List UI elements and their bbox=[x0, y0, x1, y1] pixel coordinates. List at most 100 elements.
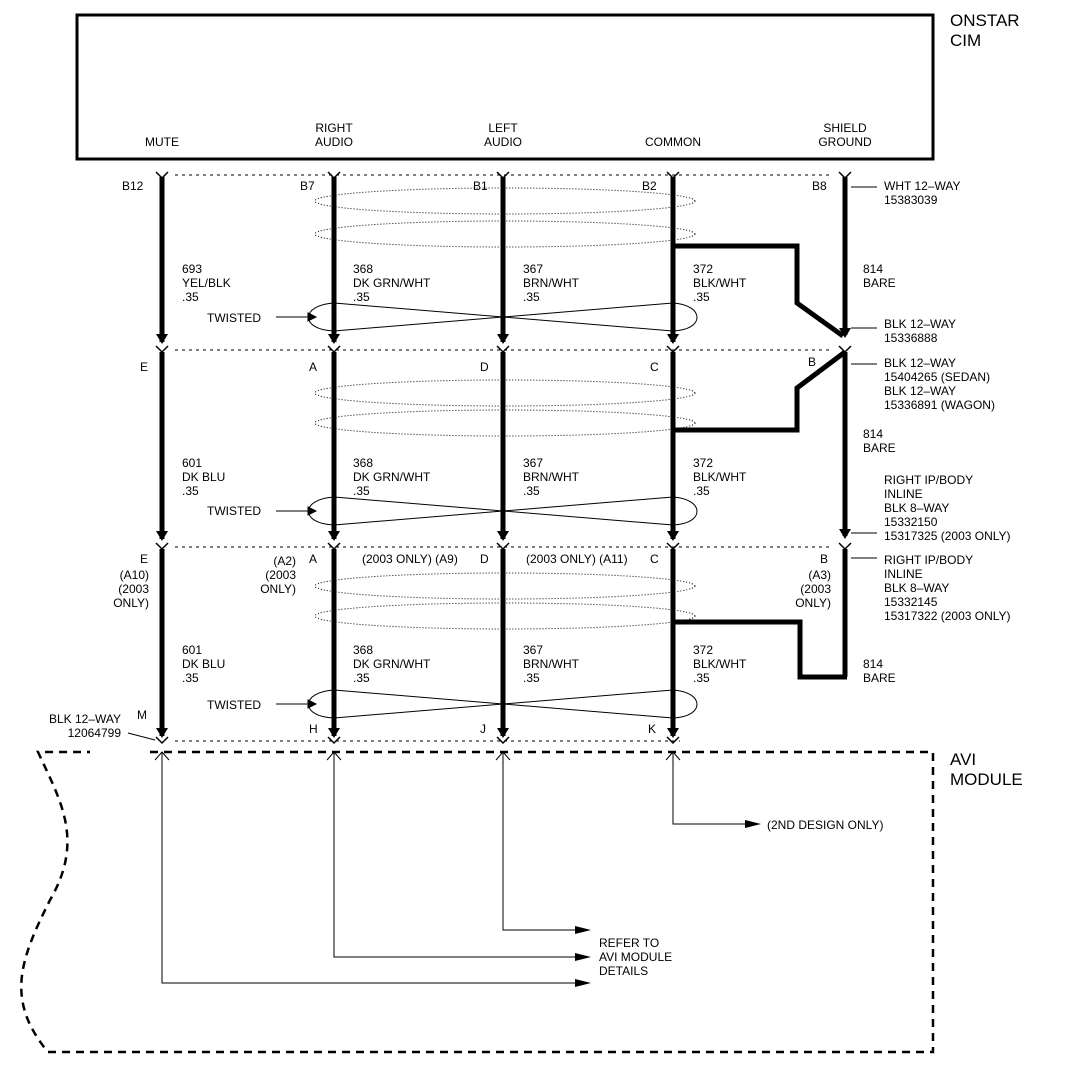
svg-text:.35: .35 bbox=[523, 290, 540, 304]
vertical-wires bbox=[159, 177, 848, 736]
svg-text:15336888: 15336888 bbox=[884, 331, 938, 345]
svg-text:368: 368 bbox=[353, 643, 373, 657]
svg-text:372: 372 bbox=[693, 262, 713, 276]
svg-text:RIGHT IP/BODY: RIGHT IP/BODY bbox=[884, 473, 973, 487]
avi-routing bbox=[154, 751, 745, 984]
svg-text:BLK 12–WAY: BLK 12–WAY bbox=[884, 317, 956, 331]
alt-pin-a9: (2003 ONLY) (A9) bbox=[362, 552, 458, 566]
svg-text:367: 367 bbox=[523, 643, 543, 657]
pin-b8: B8 bbox=[812, 179, 827, 193]
column-label-common: COMMON bbox=[645, 135, 701, 149]
svg-text:DK GRN/WHT: DK GRN/WHT bbox=[353, 470, 431, 484]
svg-text:15332145: 15332145 bbox=[884, 595, 938, 609]
alt-pin-a2-3: ONLY) bbox=[260, 582, 296, 596]
refer-note-line3: DETAILS bbox=[599, 964, 648, 978]
column-label-right-2: AUDIO bbox=[315, 135, 353, 149]
pin-a-row2: A bbox=[309, 360, 317, 374]
svg-text:BRN/WHT: BRN/WHT bbox=[523, 470, 580, 484]
svg-text:BLK 12–WAY: BLK 12–WAY bbox=[884, 384, 956, 398]
column-label-left-2: AUDIO bbox=[484, 135, 522, 149]
pin-b2: B2 bbox=[642, 179, 657, 193]
svg-text:.35: .35 bbox=[693, 290, 710, 304]
column-label-right-1: RIGHT bbox=[315, 121, 353, 135]
svg-text:367: 367 bbox=[523, 262, 543, 276]
alt-pin-a10-3: ONLY) bbox=[113, 596, 149, 610]
svg-text:15332150: 15332150 bbox=[884, 515, 938, 529]
svg-text:INLINE: INLINE bbox=[884, 487, 923, 501]
svg-text:BLK/WHT: BLK/WHT bbox=[693, 470, 747, 484]
svg-text:.35: .35 bbox=[353, 484, 370, 498]
svg-text:693: 693 bbox=[182, 262, 202, 276]
svg-text:.35: .35 bbox=[353, 290, 370, 304]
svg-text:BLK 8–WAY: BLK 8–WAY bbox=[884, 581, 949, 595]
column-label-shield-1: SHIELD bbox=[823, 121, 867, 135]
pin-b7: B7 bbox=[300, 179, 315, 193]
svg-text:.35: .35 bbox=[182, 290, 199, 304]
avi-title-line1: AVI bbox=[950, 750, 976, 769]
onstar-cim-box bbox=[75, 13, 935, 161]
svg-text:15383039: 15383039 bbox=[884, 193, 938, 207]
pin-j: J bbox=[480, 722, 486, 736]
svg-text:372: 372 bbox=[693, 643, 713, 657]
svg-text:601: 601 bbox=[182, 643, 202, 657]
twisted-label-3: TWISTED bbox=[207, 698, 261, 712]
alt-pin-a2-1: (A2) bbox=[273, 554, 296, 568]
svg-text:368: 368 bbox=[353, 456, 373, 470]
avi-title-line2: MODULE bbox=[950, 770, 1023, 789]
svg-text:814: 814 bbox=[863, 427, 883, 441]
svg-text:WHT 12–WAY: WHT 12–WAY bbox=[884, 179, 960, 193]
pin-k: K bbox=[648, 722, 656, 736]
twisted-label-2: TWISTED bbox=[207, 504, 261, 518]
pin-e-row3: E bbox=[140, 552, 148, 566]
column-label-shield-2: GROUND bbox=[818, 135, 872, 149]
svg-text:.35: .35 bbox=[182, 484, 199, 498]
svg-text:YEL/BLK: YEL/BLK bbox=[182, 276, 231, 290]
alt-pin-a10-2: (2003 bbox=[118, 582, 149, 596]
svg-text:372: 372 bbox=[693, 456, 713, 470]
connector-terminals bbox=[155, 171, 852, 745]
svg-text:BARE: BARE bbox=[863, 276, 896, 290]
pin-b-row2: B bbox=[808, 355, 816, 369]
alt-pin-a11: (2003 ONLY) (A11) bbox=[526, 552, 628, 566]
svg-text:DK BLU: DK BLU bbox=[182, 657, 225, 671]
svg-text:368: 368 bbox=[353, 262, 373, 276]
avi-module-box bbox=[20, 750, 935, 1054]
pin-d-row3: D bbox=[480, 552, 489, 566]
column-label-left-1: LEFT bbox=[488, 121, 518, 135]
drain-wires bbox=[673, 243, 847, 680]
column-label-mute: MUTE bbox=[145, 135, 179, 149]
svg-text:DK BLU: DK BLU bbox=[182, 470, 225, 484]
svg-text:INLINE: INLINE bbox=[884, 567, 923, 581]
alt-pin-a10-1: (A10) bbox=[120, 568, 149, 582]
refer-note-line2: AVI MODULE bbox=[599, 950, 672, 964]
pin-b1: B1 bbox=[473, 179, 488, 193]
svg-text:15404265 (SEDAN): 15404265 (SEDAN) bbox=[884, 370, 990, 384]
pin-b12: B12 bbox=[122, 179, 144, 193]
pin-a-row3: A bbox=[309, 552, 317, 566]
svg-text:BLK 8–WAY: BLK 8–WAY bbox=[884, 501, 949, 515]
svg-text:DK GRN/WHT: DK GRN/WHT bbox=[353, 657, 431, 671]
svg-text:814: 814 bbox=[863, 262, 883, 276]
pin-c-row2: C bbox=[650, 360, 659, 374]
svg-text:367: 367 bbox=[523, 456, 543, 470]
svg-text:.35: .35 bbox=[523, 671, 540, 685]
svg-text:15317322 (2003 ONLY): 15317322 (2003 ONLY) bbox=[884, 609, 1011, 623]
svg-text:601: 601 bbox=[182, 456, 202, 470]
svg-text:BLK/WHT: BLK/WHT bbox=[693, 657, 747, 671]
shield-sleeves bbox=[314, 187, 696, 630]
svg-text:.35: .35 bbox=[523, 484, 540, 498]
second-design-note: (2ND DESIGN ONLY) bbox=[767, 818, 883, 832]
svg-text:.35: .35 bbox=[182, 671, 199, 685]
pin-d-row2: D bbox=[480, 360, 489, 374]
svg-text:814: 814 bbox=[863, 657, 883, 671]
refer-note-line1: REFER TO bbox=[599, 936, 659, 950]
twisted-pairs bbox=[308, 302, 698, 719]
svg-text:.35: .35 bbox=[693, 671, 710, 685]
svg-text:BLK 12–WAY: BLK 12–WAY bbox=[49, 712, 121, 726]
alt-pin-a3-1: (A3) bbox=[808, 568, 831, 582]
svg-text:BARE: BARE bbox=[863, 671, 896, 685]
